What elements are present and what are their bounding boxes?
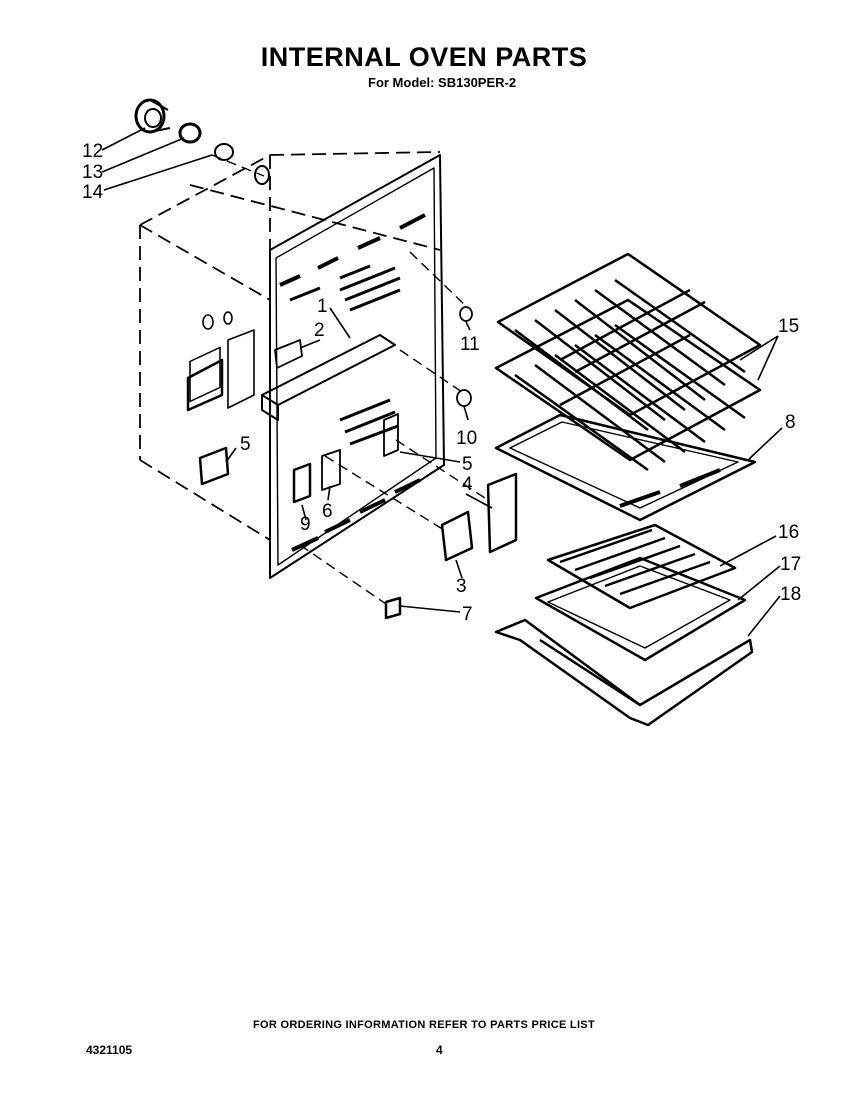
callout-8: 8 xyxy=(785,412,796,433)
callout-3: 3 xyxy=(456,576,467,597)
document-number: 4321105 xyxy=(86,1043,133,1057)
small-components xyxy=(198,306,518,620)
callout-labels: 1 2 3 4 5 5 6 7 8 9 10 11 12 13 14 15 16… xyxy=(82,141,801,625)
callout-18: 18 xyxy=(780,584,801,605)
ordering-info-note: FOR ORDERING INFORMATION REFER TO PARTS … xyxy=(253,1019,595,1031)
oven-cavity-outline xyxy=(139,151,441,541)
callout-15: 15 xyxy=(778,316,799,337)
oven-light-assembly xyxy=(134,98,270,185)
callout-2: 2 xyxy=(314,320,325,341)
callout-9: 9 xyxy=(300,514,311,535)
callout-1: 1 xyxy=(317,296,328,317)
side-wall-details xyxy=(186,311,255,412)
callout-14: 14 xyxy=(82,182,104,203)
callout-5-right: 5 xyxy=(462,454,473,475)
callout-17: 17 xyxy=(780,554,801,575)
callout-11: 11 xyxy=(460,334,480,355)
callout-12: 12 xyxy=(82,141,103,162)
page-title: INTERNAL OVEN PARTS xyxy=(260,42,588,72)
callout-4: 4 xyxy=(462,474,473,495)
callout-10: 10 xyxy=(456,428,477,449)
broiler-pan-set xyxy=(494,523,754,727)
callout-16: 16 xyxy=(778,522,799,543)
oven-racks xyxy=(494,252,762,472)
callout-5-left: 5 xyxy=(240,434,251,455)
oven-bottom-panel xyxy=(494,413,757,522)
oven-liner xyxy=(261,154,445,579)
page-number: 4 xyxy=(436,1043,443,1057)
callout-6: 6 xyxy=(322,501,333,522)
callout-13: 13 xyxy=(82,162,103,183)
callout-dashed-leaders xyxy=(211,154,489,605)
callout-7: 7 xyxy=(462,604,473,625)
model-subtitle: For Model: SB130PER-2 xyxy=(368,75,517,90)
callout-leaders xyxy=(101,127,783,637)
